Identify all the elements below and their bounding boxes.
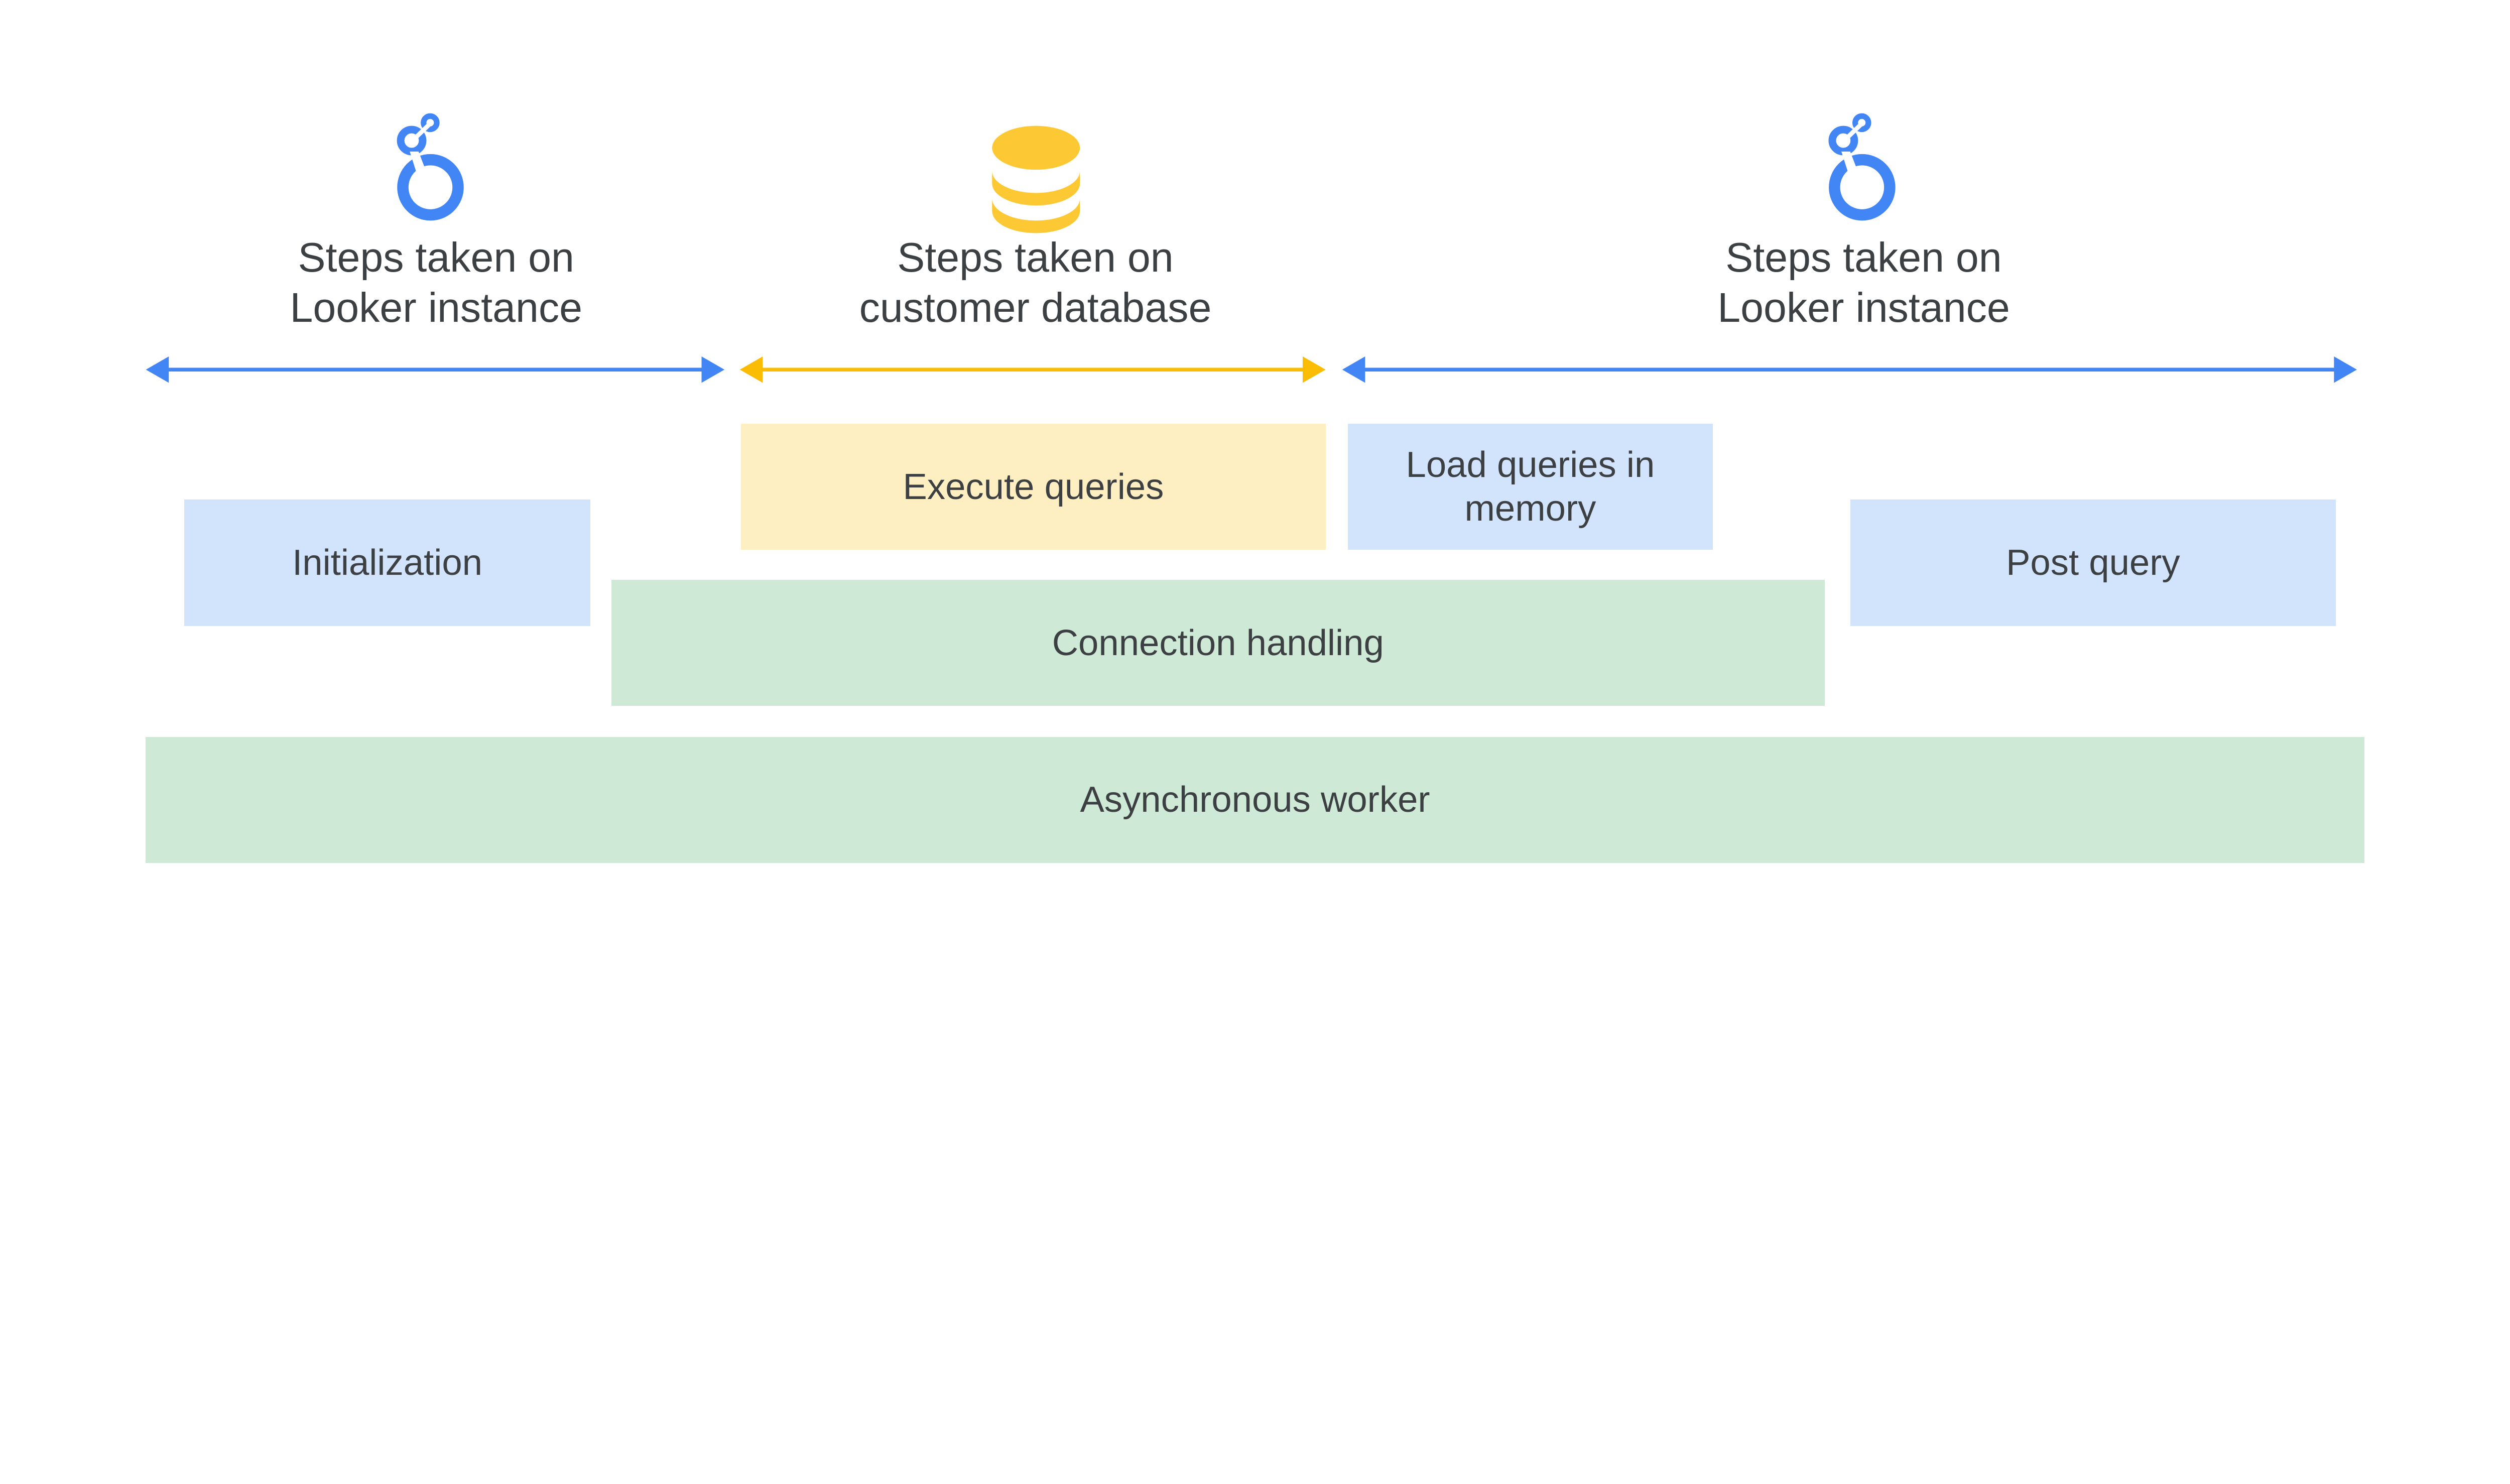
box-label: Initialization <box>292 542 482 583</box>
database-icon <box>992 126 1080 233</box>
heading-line: Steps taken on <box>897 234 1174 281</box>
section-heading-looker-2: Steps taken on Looker instance <box>1707 232 2021 333</box>
diagram-graphics <box>146 113 2357 383</box>
connection-handling-box: Connection handling <box>611 580 1825 706</box>
looker-logo-icon <box>1828 113 1896 221</box>
box-label: Asynchronous worker <box>1080 779 1430 820</box>
heading-line: Looker instance <box>290 284 582 331</box>
looker-logo-icon <box>397 113 464 221</box>
asynchronous-worker-box: Asynchronous worker <box>146 736 2364 863</box>
load-queries-box: Load queries in memory <box>1348 423 1713 550</box>
looker-instance-span-arrow <box>146 356 725 383</box>
section-heading-database: Steps taken on customer database <box>816 232 1255 333</box>
heading-line: customer database <box>859 284 1212 331</box>
box-label: Connection handling <box>1052 622 1384 663</box>
heading-line: Steps taken on <box>1725 234 2002 281</box>
box-label: Load queries in memory <box>1406 444 1655 529</box>
box-label: Execute queries <box>903 466 1164 507</box>
heading-line: Steps taken on <box>298 234 574 281</box>
initialization-box: Initialization <box>184 500 591 626</box>
section-heading-looker-1: Steps taken on Looker instance <box>279 232 593 333</box>
execute-queries-box: Execute queries <box>741 423 1326 550</box>
heading-line: Looker instance <box>1717 284 2010 331</box>
box-label: Post query <box>2006 542 2180 583</box>
post-query-box: Post query <box>1850 500 2336 626</box>
customer-database-span-arrow <box>739 356 1326 383</box>
looker-instance-span-arrow <box>1342 356 2357 383</box>
